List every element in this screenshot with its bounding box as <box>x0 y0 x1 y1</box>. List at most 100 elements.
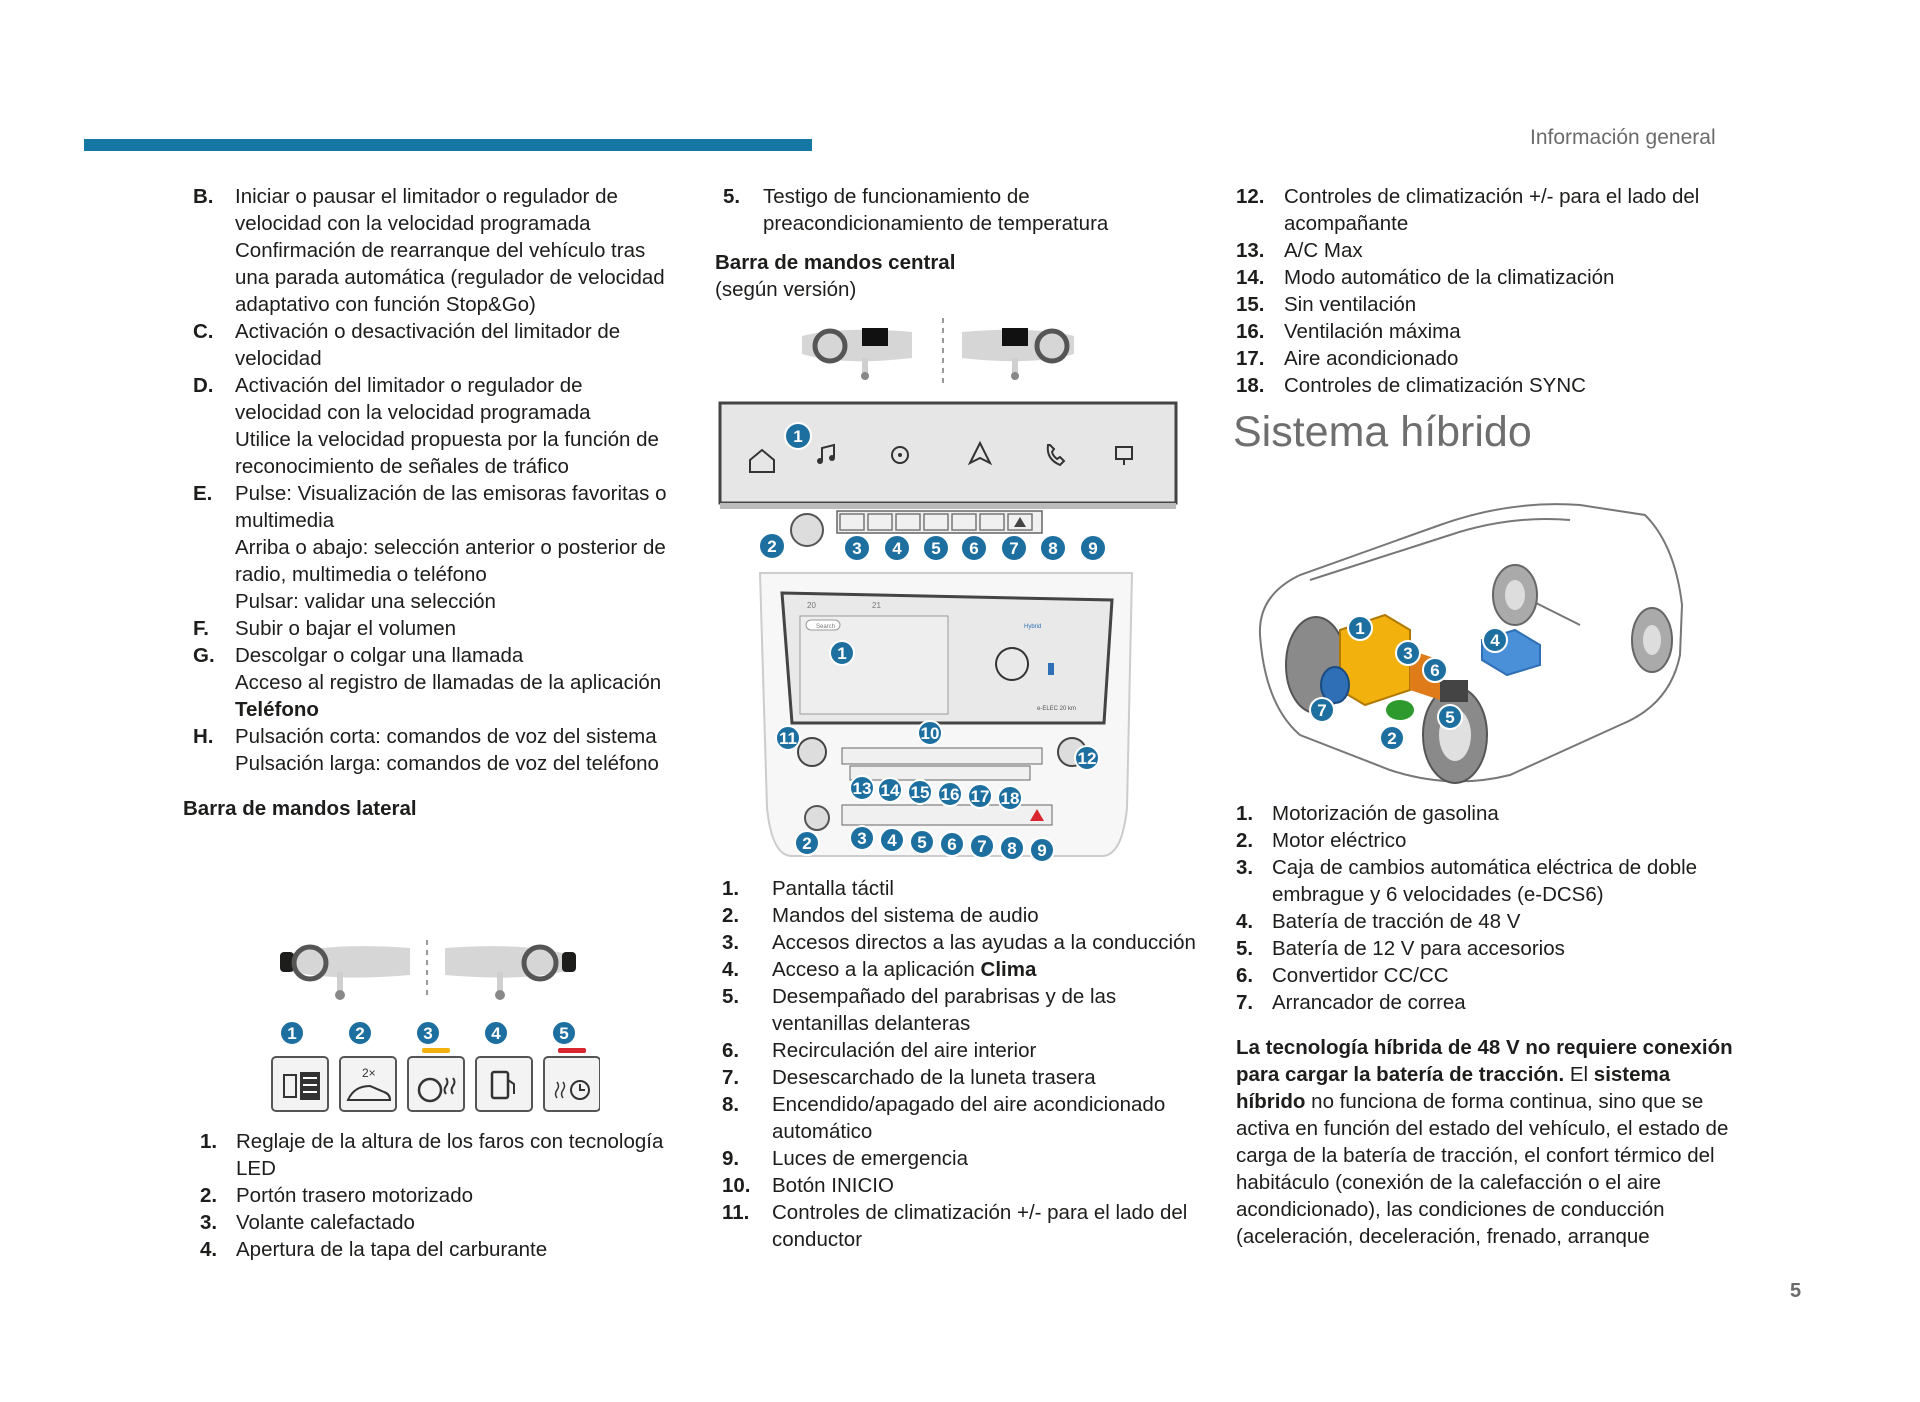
list-item: 5.Desempañado del parabrisas y de las ve… <box>722 985 1117 1035</box>
callout-badge: 2 <box>758 532 786 560</box>
list-item: 17.Aire acondicionado <box>1236 347 1459 370</box>
callout-badge: 7 <box>969 833 995 859</box>
list-item: 7.Desescarchado de la luneta trasera <box>722 1066 1096 1089</box>
callout-badge: 2 <box>1379 725 1405 751</box>
callout-badge: 8 <box>1039 534 1067 562</box>
svg-text:11: 11 <box>779 729 797 748</box>
svg-text:Search: Search <box>816 624 835 630</box>
svg-text:5: 5 <box>931 539 940 558</box>
lateral-list: 1.Reglaje de la altura de los faros con … <box>200 1128 670 1263</box>
list-item: 11.Controles de climatización +/- para e… <box>722 1201 1188 1251</box>
callout-badge: 1 <box>829 640 855 666</box>
center-console: 20 21 Search Hybrid e-ELEC 20 km <box>758 572 1134 857</box>
callout-badge: 18 <box>997 785 1023 811</box>
svg-text:12: 12 <box>1078 749 1097 768</box>
list-item: 4.Acceso a la aplicación Clima <box>722 958 1037 981</box>
list-item: 12.Controles de climatización +/- para e… <box>1236 185 1700 235</box>
column-2: 5. Testigo de funcionamiento de preacond… <box>715 183 1195 303</box>
callout-badge: 5 <box>1437 704 1463 730</box>
navigation-icon <box>967 440 993 466</box>
svg-text:2: 2 <box>767 537 776 556</box>
list-item: 6.Convertidor CC/CC <box>1236 964 1449 987</box>
section-title: Información general <box>1530 126 1716 149</box>
lateral-controls-figure: 1 2 3 4 5 2× <box>271 940 600 1112</box>
callout-badge: 10 <box>917 720 943 746</box>
svg-text:3: 3 <box>852 539 861 558</box>
list-item: 1.Pantalla táctil <box>722 877 894 900</box>
list-item: 1.Motorización de gasolina <box>1236 802 1499 825</box>
home-icon <box>749 448 775 473</box>
callout-badge: 9 <box>1029 837 1055 863</box>
list-item: 4.Apertura de la tapa del carburante <box>200 1238 548 1261</box>
callout-badge: 6 <box>960 534 988 562</box>
hybrid-heading: Sistema híbrido <box>1233 408 1532 456</box>
svg-text:e-ELEC 20 km: e-ELEC 20 km <box>1037 706 1076 712</box>
callout-badge: 7 <box>1309 697 1335 723</box>
callout-badge: 9 <box>1079 534 1107 562</box>
phone-icon <box>1046 444 1066 467</box>
callout-badge: 8 <box>999 835 1025 861</box>
svg-text:9: 9 <box>1037 841 1046 860</box>
list-item: 3.Accesos directos a las ayudas a la con… <box>722 931 1196 954</box>
hazard-icon <box>1014 517 1026 527</box>
list-item: 13.A/C Max <box>1236 239 1363 262</box>
heated-wheel-button <box>407 1048 465 1112</box>
svg-text:8: 8 <box>1048 539 1057 558</box>
svg-text:5: 5 <box>559 1024 568 1043</box>
list-item: 3.Volante calefactado <box>200 1211 415 1234</box>
upper-button-strip <box>790 510 1043 547</box>
callout-badge: 5 <box>922 534 950 562</box>
svg-text:4: 4 <box>892 539 902 558</box>
page-number: 5 <box>1790 1280 1802 1302</box>
callout-badge: 3 <box>849 825 875 851</box>
svg-text:2: 2 <box>802 834 811 853</box>
callout-badge: 12 <box>1074 745 1100 771</box>
list-item: 2.Motor eléctrico <box>1236 829 1407 852</box>
list-item: 2.Mandos del sistema de audio <box>722 904 1039 927</box>
svg-text:15: 15 <box>911 783 930 802</box>
callout-badge: 7 <box>1000 534 1028 562</box>
list-item: 3.Caja de cambios automática eléctrica d… <box>1236 856 1698 906</box>
svg-text:1: 1 <box>793 427 802 446</box>
lettered-item: H.Pulsación corta: comandos de voz del s… <box>193 725 659 775</box>
svg-text:13: 13 <box>853 779 872 798</box>
svg-text:7: 7 <box>977 837 986 856</box>
svg-text:6: 6 <box>969 539 978 558</box>
fuel-door-icon <box>490 1070 515 1100</box>
central-list: 1.Pantalla táctil 2.Mandos del sistema de… <box>722 875 1202 1253</box>
svg-text:9: 9 <box>1088 539 1097 558</box>
callout-badge: 1 <box>1347 615 1373 641</box>
electric-motor <box>1320 666 1350 704</box>
music-icon <box>817 443 835 464</box>
callout-badge: 6 <box>939 831 965 857</box>
svg-text:1: 1 <box>837 644 846 663</box>
svg-text:8: 8 <box>1007 839 1016 858</box>
hybrid-note: La tecnología híbrida de 48 V no requier… <box>1236 1036 1733 1248</box>
svg-text:18: 18 <box>1001 789 1020 808</box>
fan-icon <box>891 446 909 464</box>
column-3: 12.Controles de climatización +/- para e… <box>1233 183 1736 467</box>
dc-converter <box>1386 700 1414 720</box>
svg-text:10: 10 <box>921 724 940 743</box>
accessory-battery <box>1440 680 1468 702</box>
svg-text:7: 7 <box>1317 701 1326 720</box>
svg-text:17: 17 <box>971 787 990 806</box>
svg-text:5: 5 <box>1445 708 1454 727</box>
callout-badge: 1 <box>279 1020 305 1046</box>
central-subheading: (según versión) <box>715 278 857 301</box>
lateral-heading: Barra de mandos lateral <box>183 797 417 820</box>
list-item: 9.Luces de emergencia <box>722 1147 969 1170</box>
callout-badge: 2 <box>347 1020 373 1046</box>
list-item: 6.Recirculación del aire interior <box>722 1039 1037 1062</box>
list-item: 14.Modo automático de la climatización <box>1236 266 1615 289</box>
callout-badge: 4 <box>879 827 905 853</box>
callout-badge: 4 <box>483 1020 509 1046</box>
tailgate-button: 2× <box>339 1056 397 1112</box>
callout-badge: 3 <box>415 1020 441 1046</box>
central-heading: Barra de mandos central <box>715 251 956 274</box>
callout-badge: 17 <box>967 783 993 809</box>
svg-text:7: 7 <box>1009 539 1018 558</box>
lettered-item: D.Activación del limitador o regulador d… <box>193 374 659 478</box>
